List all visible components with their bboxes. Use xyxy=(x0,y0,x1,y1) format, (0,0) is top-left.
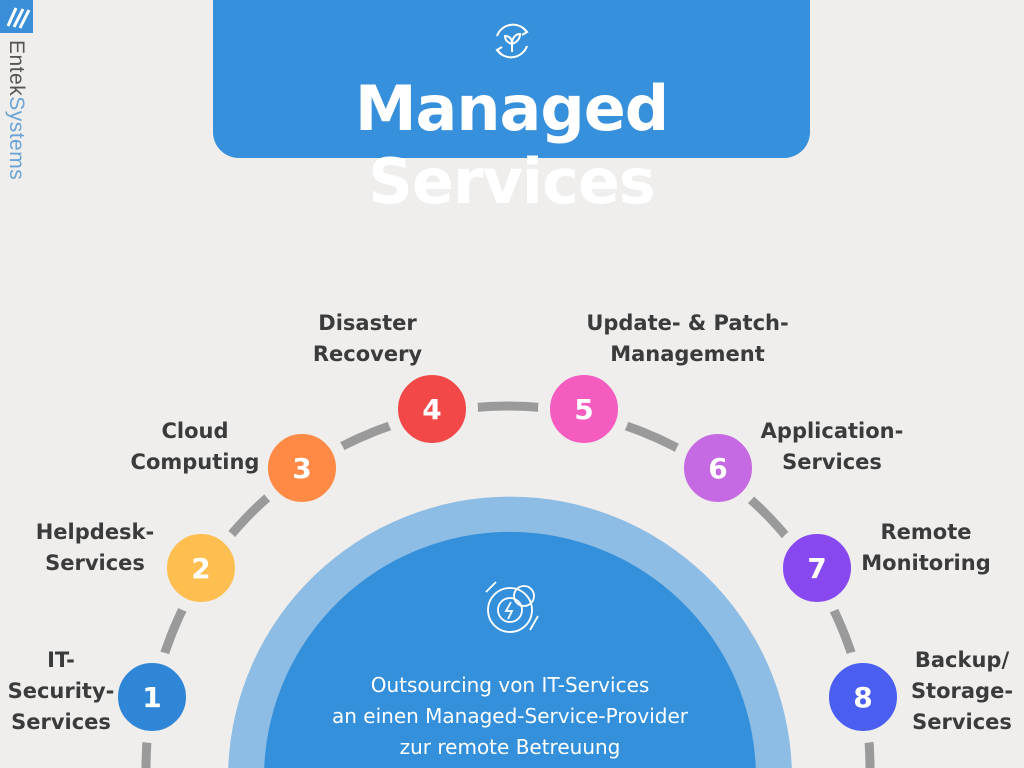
node-label-line: Computing xyxy=(130,450,260,474)
center-line-1: Outsourcing von IT-Services xyxy=(370,673,650,697)
brand-name-1: Entek xyxy=(5,40,28,97)
node-circle xyxy=(386,363,478,455)
node-label-line: Services xyxy=(45,551,145,575)
center-line-3: zur remote Betreuung xyxy=(399,735,621,759)
node-circle xyxy=(106,651,198,743)
node-label-line: Update- & Patch- xyxy=(586,311,789,335)
brand-logo: EntekSystems xyxy=(4,40,28,180)
node-label-1: IT- Security- Services xyxy=(0,645,122,738)
node-number: 2 xyxy=(191,552,210,585)
node-1: 1 xyxy=(106,651,198,743)
node-label-line: IT- xyxy=(47,648,75,672)
node-label-6: Application- Services xyxy=(752,416,912,478)
center-description: Outsourcing von IT-Services an einen Man… xyxy=(260,670,760,763)
node-label-line: Services xyxy=(912,710,1012,734)
node-label-line: Recovery xyxy=(312,342,423,366)
node-label-8: Backup/Storage- Services xyxy=(900,645,1024,738)
logo-stripes-icon xyxy=(6,7,31,29)
brand-name-2: Systems xyxy=(5,96,28,181)
center-circle xyxy=(264,531,756,768)
node-number: 4 xyxy=(422,393,441,426)
node-label-line: Backup/ xyxy=(914,648,1010,672)
node-number: 5 xyxy=(574,393,593,426)
page-title: Managed Services xyxy=(354,72,669,218)
node-label-line: Services xyxy=(782,450,882,474)
node-label-line: Application- xyxy=(760,419,904,443)
node-label-line: Security- xyxy=(7,679,115,703)
node-label-line: Storage- xyxy=(910,679,1014,703)
node-3: 3 xyxy=(256,422,348,514)
gear-lightbulb-icon xyxy=(485,581,539,633)
node-label-line: Monitoring xyxy=(861,551,991,575)
node-7: 7 xyxy=(771,522,863,614)
node-4: 4 xyxy=(386,363,478,455)
header-banner xyxy=(213,0,810,158)
node-label-line: Cloud xyxy=(161,419,229,443)
node-2: 2 xyxy=(155,522,247,614)
center-line-2: an einen Managed-Service-Provider xyxy=(332,704,688,728)
node-number: 3 xyxy=(292,452,311,485)
node-number: 1 xyxy=(142,681,161,714)
node-circle xyxy=(672,422,764,514)
node-number: 6 xyxy=(708,452,727,485)
node-label-5: Update- & Patch- Management xyxy=(575,308,800,370)
node-5: 5 xyxy=(538,363,630,455)
node-circle xyxy=(256,422,348,514)
node-8: 8 xyxy=(817,651,909,743)
node-circle xyxy=(817,651,909,743)
node-circle xyxy=(155,522,247,614)
node-6: 6 xyxy=(672,422,764,514)
node-label-line: Remote xyxy=(880,520,972,544)
node-label-line: Services xyxy=(11,710,111,734)
node-label-2: Helpdesk- Services xyxy=(30,517,160,579)
node-number: 8 xyxy=(853,681,872,714)
node-circle xyxy=(771,522,863,614)
node-label-line: Helpdesk- xyxy=(35,520,155,544)
node-number: 7 xyxy=(807,552,826,585)
node-label-line: Management xyxy=(610,342,765,366)
eco-recycle-icon xyxy=(487,16,537,70)
node-circle xyxy=(538,363,630,455)
node-label-line: Disaster xyxy=(318,311,417,335)
logo-mark xyxy=(0,0,33,33)
